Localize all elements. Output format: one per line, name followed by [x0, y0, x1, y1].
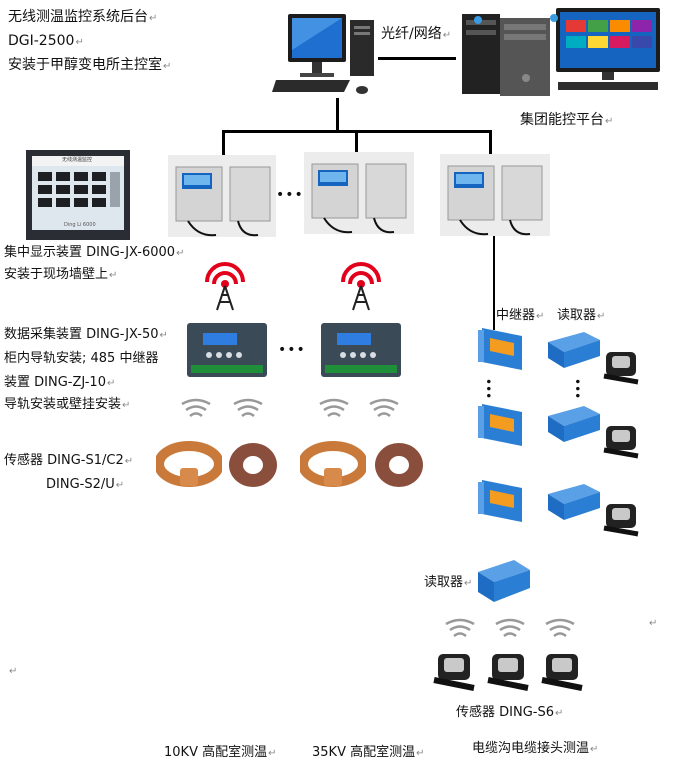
caption-10kv: 10KV 高配室测温↵	[164, 745, 277, 760]
wireless-signal-icon	[368, 398, 400, 420]
cabinet-group-3	[440, 154, 550, 236]
caption-35kv: 35KV 高配室测温↵	[312, 745, 425, 760]
repeater-device	[476, 478, 528, 524]
cable-joint-sensor-icon	[600, 422, 642, 462]
ring-sensor-icon	[372, 440, 426, 490]
repeater-label: 中继器↵	[496, 308, 545, 323]
wireless-signal-icon	[232, 398, 264, 420]
server-tower-icon	[456, 8, 556, 100]
fiber-link-line	[378, 57, 456, 60]
clamp-sensor-icon	[156, 440, 222, 490]
backend-computer-icon	[270, 10, 382, 98]
data-collector-device	[321, 323, 401, 377]
bus-drop-1	[222, 130, 225, 163]
antenna-icon	[334, 262, 388, 312]
antenna-icon	[198, 262, 252, 312]
right-sensor-model: 传感器 DING-S6↵	[456, 705, 564, 720]
display-device-model: 集中显示装置 DING-JX-6000↵	[4, 245, 185, 260]
cable-to-repeater-line	[493, 232, 495, 330]
ring-sensor-icon	[226, 440, 280, 490]
fiber-network-label: 光纤/网络↵	[381, 26, 452, 42]
reader-device	[474, 556, 532, 604]
cable-joint-sensor-icon	[600, 500, 642, 540]
hmi-screen-title: 无线测温监控	[62, 157, 93, 163]
cable-joint-sensor-icon	[430, 650, 478, 694]
group-platform-label: 集团能控平台↵	[520, 112, 614, 128]
wireless-signal-icon	[444, 618, 476, 640]
collector-desc-1: 数据采集装置 DING-JX-50↵	[4, 327, 168, 342]
wireless-signal-icon	[494, 618, 526, 640]
cabinet-group-1	[168, 155, 276, 237]
repeater-device	[476, 326, 528, 372]
cabinet-group-2	[304, 152, 414, 234]
collector-desc-3: 装置 DING-ZJ-10↵	[4, 375, 116, 390]
backend-location: 安装于甲醇变电所主控室↵	[8, 57, 172, 73]
cabinet-ellipsis-top: •••	[276, 187, 304, 203]
backend-model: DGI-2500↵	[8, 33, 84, 49]
reader-device	[544, 328, 602, 370]
reader-label-top: 读取器↵	[557, 308, 606, 323]
display-device-location: 安装于现场墙壁上↵	[4, 267, 118, 282]
reader-vertical-ellipsis: •••	[570, 378, 584, 400]
repeater-device	[476, 402, 528, 448]
wireless-signal-icon	[544, 618, 576, 640]
paragraph-mark: ↵	[9, 666, 18, 677]
repeater-vertical-ellipsis: •••	[481, 378, 495, 400]
clamp-sensor-icon	[300, 440, 366, 490]
sensor-model-1: 传感器 DING-S1/C2↵	[4, 453, 134, 468]
paragraph-mark: ↵	[649, 618, 658, 629]
wireless-signal-icon	[180, 398, 212, 420]
cable-joint-sensor-icon	[600, 348, 642, 388]
backend-title: 无线测温监控系统后台↵	[8, 9, 158, 25]
wireless-signal-icon	[318, 398, 350, 420]
cable-joint-sensor-icon	[484, 650, 532, 694]
bus-drop-3	[489, 130, 492, 163]
collector-ellipsis: •••	[278, 342, 306, 358]
reader-label-bottom: 读取器↵	[424, 575, 473, 590]
reader-device	[544, 480, 602, 522]
reader-device	[544, 402, 602, 444]
bus-drop-2	[355, 130, 358, 163]
collector-desc-2: 柜内导轨安装; 485 中继器	[4, 351, 159, 366]
collector-desc-4: 导轨安装或壁挂安装↵	[4, 397, 131, 412]
caption-cable-trench: 电缆沟电缆接头测温↵	[472, 741, 599, 756]
cable-joint-sensor-icon	[538, 650, 586, 694]
platform-monitor-icon	[548, 4, 668, 96]
centralized-display-device: 无线测温监控 Ding Li 6000	[26, 150, 130, 240]
data-collector-device	[187, 323, 267, 377]
hmi-screen-footer: Ding Li 6000	[64, 222, 96, 228]
sensor-model-2: DING-S2/U↵	[46, 477, 125, 492]
pc-down-line	[336, 98, 339, 131]
